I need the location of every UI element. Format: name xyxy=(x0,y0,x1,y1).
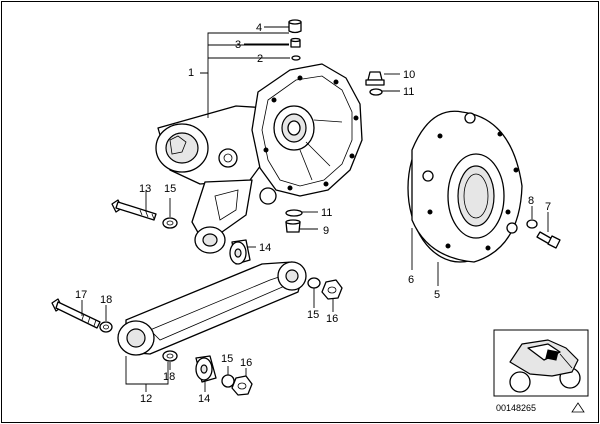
part-label-2: 2 xyxy=(257,53,263,65)
part-label-10: 10 xyxy=(403,69,415,81)
part-label-11-top: 11 xyxy=(403,86,414,98)
part-label-4: 4 xyxy=(256,22,262,34)
part-label-9: 9 xyxy=(323,225,329,237)
part-label-3: 3 xyxy=(235,39,241,51)
part-label-15-left: 15 xyxy=(164,183,176,195)
disc-bolt-parts xyxy=(526,219,561,249)
leader-lines xyxy=(81,26,549,392)
document-id: 00148265 xyxy=(496,403,536,413)
triangle-marker-icon xyxy=(571,402,585,413)
part-label-16-right: 16 xyxy=(326,313,338,325)
part-label-15-right: 15 xyxy=(307,309,319,321)
drain-plug-parts xyxy=(285,19,385,233)
part-label-18-bottom: 18 xyxy=(163,371,175,383)
part-label-7: 7 xyxy=(545,201,551,213)
part-label-14-top: 14 xyxy=(259,242,271,254)
part-number-labels: 1 4 3 2 10 11 11 9 13 15 14 17 18 15 16 … xyxy=(75,22,551,405)
part-label-6: 6 xyxy=(408,274,414,286)
part-label-18-left: 18 xyxy=(100,294,112,306)
part-label-5: 5 xyxy=(434,289,440,301)
motorcycle-thumbnail-icon xyxy=(493,329,589,397)
part-label-1: 1 xyxy=(188,67,194,79)
part-label-13: 13 xyxy=(139,183,151,195)
torque-arm-assembly xyxy=(117,239,343,396)
part-label-16-bottom: 16 xyxy=(240,357,252,369)
part-label-14-bottom: 14 xyxy=(198,393,210,405)
part-label-15-bottom: 15 xyxy=(221,353,233,365)
housing-bolt-parts xyxy=(111,199,178,229)
part-label-8: 8 xyxy=(528,195,534,207)
part-label-12: 12 xyxy=(140,393,152,405)
torque-arm-bolt-parts xyxy=(51,298,113,333)
part-label-11-mid: 11 xyxy=(321,207,332,219)
part-label-17: 17 xyxy=(75,289,87,301)
final-drive-housing xyxy=(155,63,363,254)
brake-disc-assembly xyxy=(407,110,523,263)
